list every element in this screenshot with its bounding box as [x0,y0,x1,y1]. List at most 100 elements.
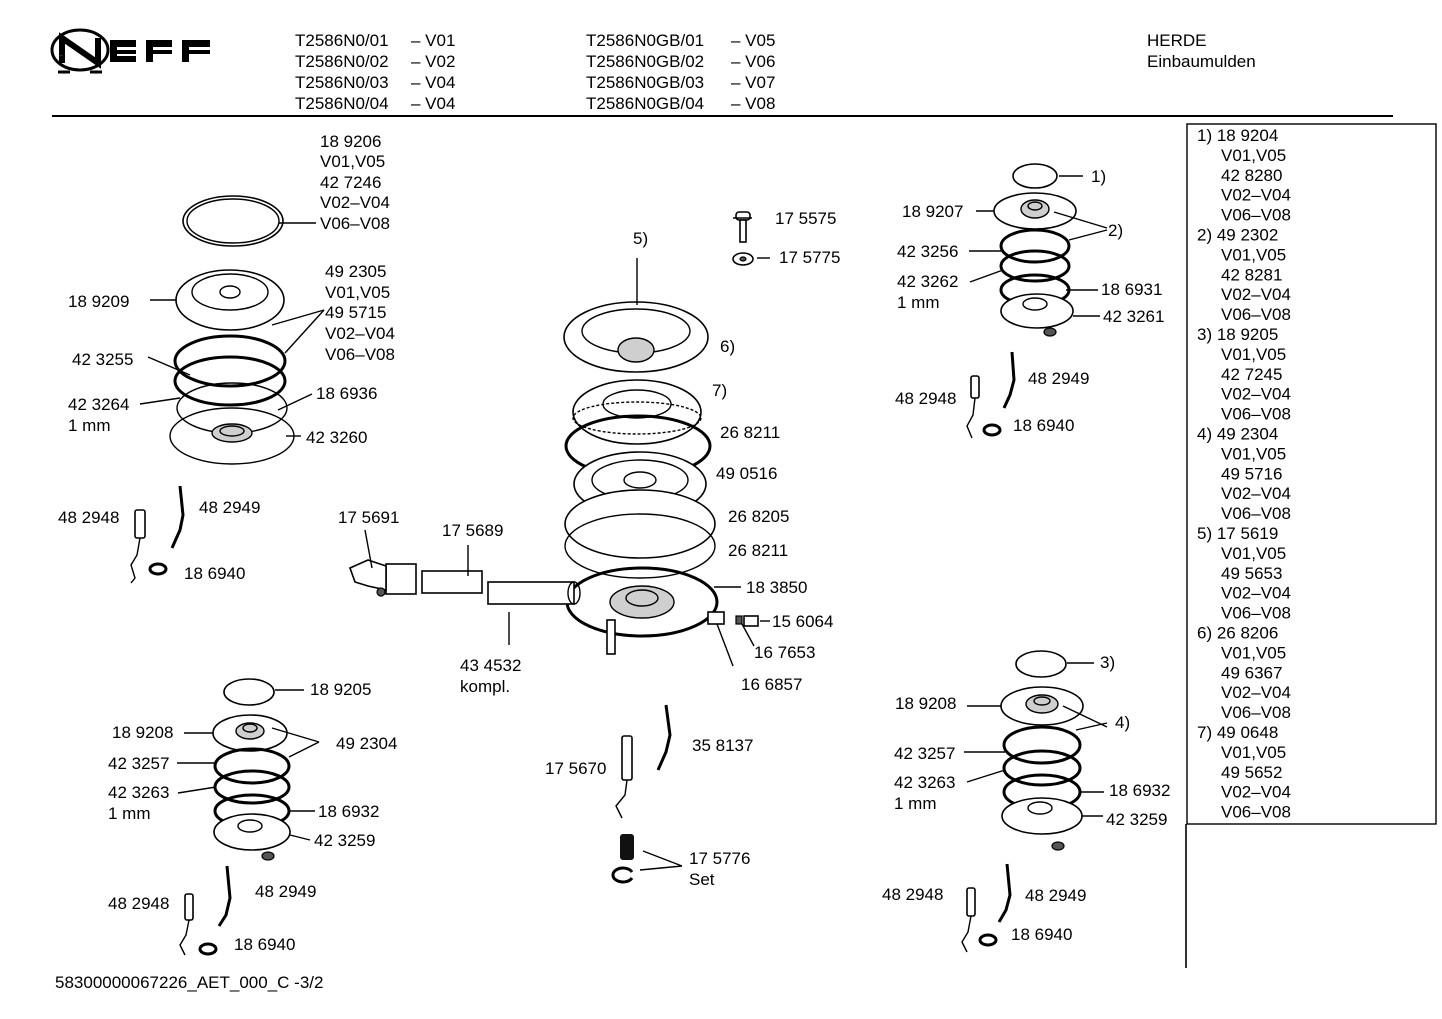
label-423257-a: 42 3257 [108,754,169,773]
label-423256: 42 3256 [897,242,958,261]
legend-line-8: V02–V04 [1221,285,1291,304]
label-189206: 18 9206 [320,132,381,151]
label-175670: 17 5670 [545,759,606,778]
footer-doc-code: 58300000067226_AET_000_C -3/2 [55,973,323,992]
label-268205: 26 8205 [728,507,789,526]
legend-line-13: V02–V04 [1221,385,1291,404]
model-c2-1: T2586N0GB/02 [586,52,704,71]
legend-line-16: V01,V05 [1221,444,1286,463]
brand-text: NEFF [60,55,63,57]
label-423255: 42 3255 [72,350,133,369]
label-189208-b: 18 9208 [895,694,956,713]
legend-line-33: V02–V04 [1221,783,1291,802]
label-callout-6: 6) [720,337,735,356]
label-v0204-b: V02–V04 [325,324,395,343]
electrode-set-bottom-left [179,865,232,956]
label-callout-5: 5) [633,229,648,248]
legend-line-11: V01,V05 [1221,345,1286,364]
label-v0105-a: V01,V05 [320,152,385,171]
label-423262: 42 3262 [897,272,958,291]
model-c1-1: T2586N0/02 [295,52,389,71]
legend-line-30: 7) 49 0648 [1197,723,1278,742]
label-358137: 35 8137 [692,736,753,755]
label-callout-3: 3) [1100,653,1115,672]
label-1mm-d: 1 mm [894,794,937,813]
label-175689: 17 5689 [442,521,503,540]
model-c2-0: T2586N0GB/01 [586,31,704,50]
label-186932-a: 18 6932 [318,802,379,821]
label-186940-d: 18 6940 [1011,925,1072,944]
model-c2-3: T2586N0GB/04 [586,94,704,113]
ver-c1-2: – V04 [411,73,455,92]
legend-line-4: V06–V08 [1221,206,1291,225]
burner-bottom-right [1000,650,1084,851]
model-c1-2: T2586N0/03 [295,73,389,92]
model-c1-3: T2586N0/04 [295,94,389,113]
category-line2: Einbaumulden [1147,52,1256,71]
leader-lines [139,175,1108,871]
label-423263-a: 42 3263 [108,783,169,802]
burner-top-right [993,163,1077,337]
legend-line-26: V01,V05 [1221,643,1286,662]
label-v0105-b: V01,V05 [325,283,390,302]
label-482948-c: 48 2948 [108,894,169,913]
legend-line-20: 5) 17 5619 [1197,524,1278,543]
ver-c1-0: – V01 [411,31,455,50]
label-v0608-a: V06–V08 [320,214,390,233]
valve-parts [707,611,759,627]
model-c1-0: T2586N0/01 [295,31,389,50]
legend-line-28: V02–V04 [1221,683,1291,702]
label-490516: 49 0516 [716,464,777,483]
label-186940-a: 18 6940 [184,564,245,583]
legend-line-22: 49 5653 [1221,564,1282,583]
label-186932-b: 18 6932 [1109,781,1170,800]
label-434532: 43 4532 [460,656,521,675]
label-482949-d: 48 2949 [1025,886,1086,905]
label-482948-b: 48 2948 [895,389,956,408]
label-1mm-c: 1 mm [108,804,151,823]
label-492304: 49 2304 [336,734,397,753]
label-423263-b: 42 3263 [894,773,955,792]
legend-line-9: V06–V08 [1221,305,1291,324]
electrode-set-bottom-right [961,863,1012,953]
burner-center [563,211,754,655]
legend-line-18: V02–V04 [1221,484,1291,503]
label-189209: 18 9209 [68,292,129,311]
legend-line-31: V01,V05 [1221,743,1286,762]
models-col1: T2586N0/01 – V01 T2586N0/02 – V02 T2586N… [295,31,455,113]
legend-line-19: V06–V08 [1221,504,1291,523]
ver-c1-1: – V02 [411,52,455,71]
legend-line-21: V01,V05 [1221,544,1286,563]
label-482948-d: 48 2948 [882,885,943,904]
label-189207: 18 9207 [902,202,963,221]
label-186940-b: 18 6940 [1013,416,1074,435]
label-callout-1: 1) [1091,167,1106,186]
burner-top-left [169,195,295,465]
label-482949-a: 48 2949 [199,498,260,517]
label-166857: 16 6857 [741,675,802,694]
label-callout-4: 4) [1115,713,1130,732]
label-1mm-b: 1 mm [897,293,940,312]
label-kompl: kompl. [460,677,510,696]
ver-c2-2: – V07 [731,73,775,92]
electrode-set-top-left [130,485,185,584]
label-423259-b: 42 3259 [1106,810,1167,829]
legend-line-7: 42 8281 [1221,265,1282,284]
electrode-set-center [611,704,672,884]
label-423260: 42 3260 [306,428,367,447]
label-482948-a: 48 2948 [58,508,119,527]
label-423261: 42 3261 [1103,307,1164,326]
legend-line-10: 3) 18 9205 [1197,325,1278,344]
legend-line-15: 4) 49 2304 [1197,425,1278,444]
label-callout-2: 2) [1108,221,1123,240]
legend-line-12: 42 7245 [1221,365,1282,384]
ver-c2-1: – V06 [731,52,775,71]
gas-pipe-assembly [348,559,581,605]
legend-line-0: 1) 18 9204 [1197,126,1278,145]
ver-c2-0: – V05 [731,31,775,50]
label-482949-b: 48 2949 [1028,369,1089,388]
label-423264: 42 3264 [68,395,129,414]
electrode-set-top-right [966,351,1016,439]
label-156064: 15 6064 [772,612,833,631]
